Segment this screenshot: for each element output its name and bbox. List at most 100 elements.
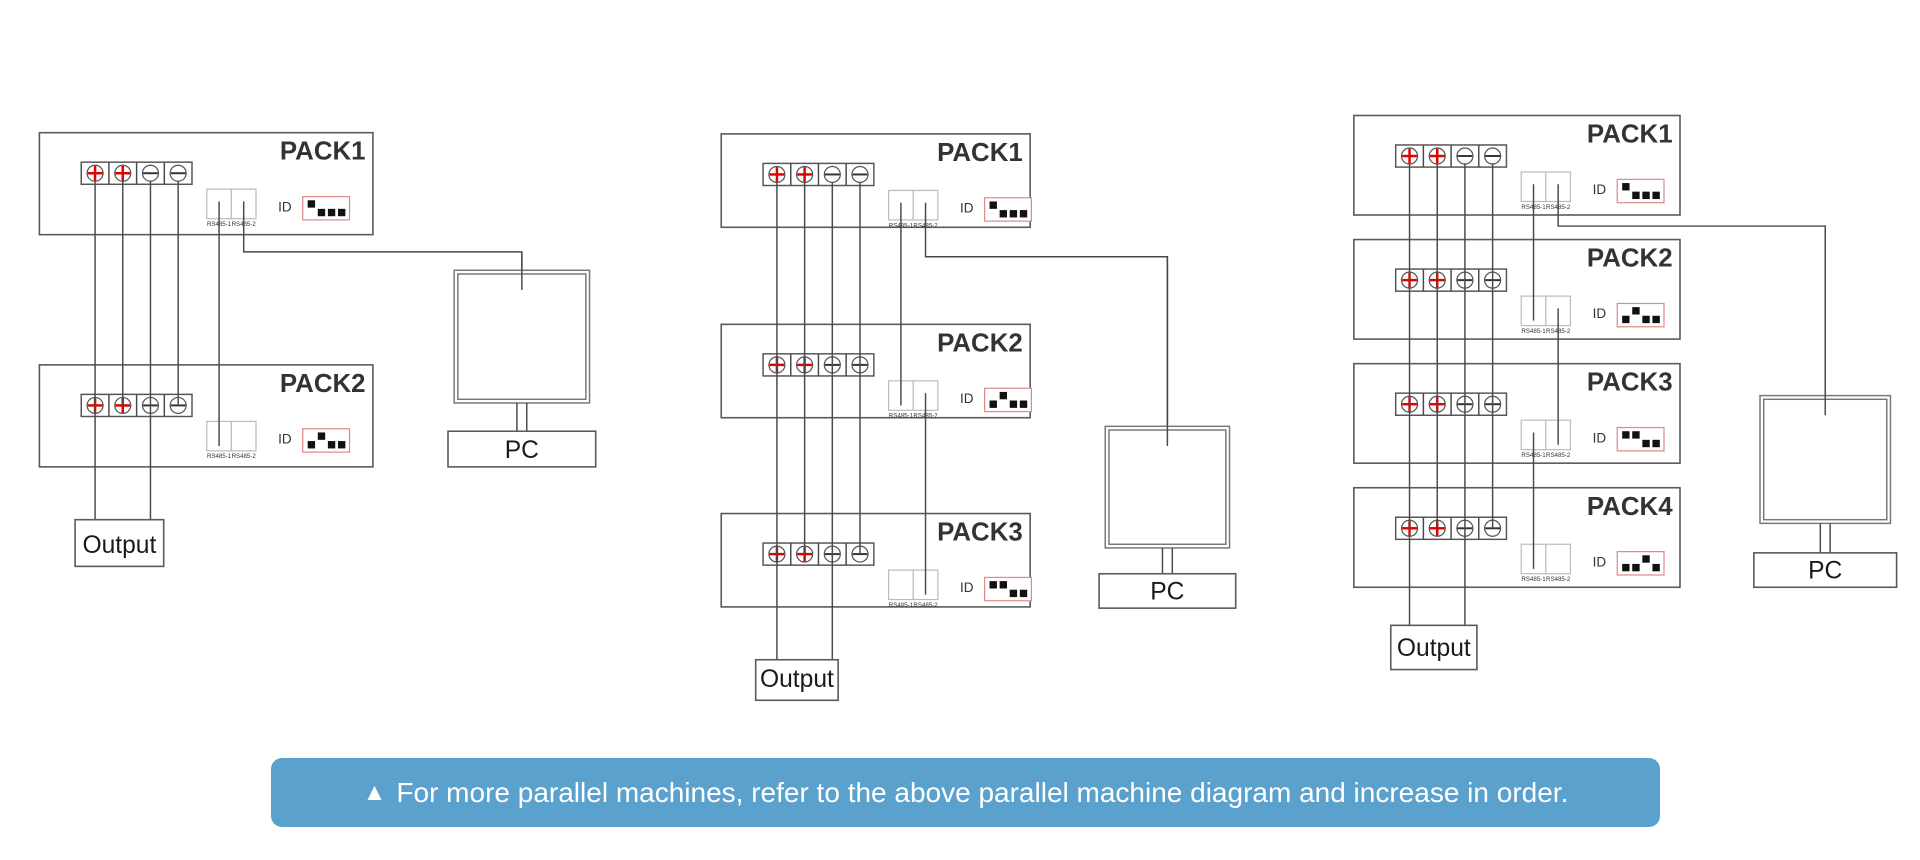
rs485-1-label: RS485-1 [207,453,232,460]
dip-switch-down [317,208,326,217]
pc-label: PC [1808,558,1842,585]
monitor-screen [457,273,587,401]
dip-switch-down [1622,563,1630,572]
rs485-2-label: RS485-2 [1546,576,1571,583]
pack-label: PACK2 [937,329,1023,357]
id-label: ID [1593,182,1607,197]
id-dip-switch [302,428,351,453]
monitor-screen [1108,429,1227,545]
dip-switch-down [1009,589,1018,598]
dip-switch-up [1642,555,1650,563]
rs485-2-label: RS485-2 [1546,452,1571,459]
info-banner: ▲ For more parallel machines, refer to t… [271,758,1660,827]
dip-switch-down [1642,315,1650,324]
dip-switch-down [1019,210,1028,218]
id-label: ID [1593,430,1607,445]
id-label: ID [960,201,974,216]
output-label: Output [1397,635,1471,662]
rs485-1-label: RS485-1 [889,602,914,609]
pc-label: PC [505,437,539,464]
id-dip-switch [984,576,1032,602]
dip-switch-up [999,391,1008,400]
plus-terminal-icon [1400,147,1419,165]
minus-terminal-icon [823,165,841,184]
rs485-1-label: RS485-1 [1521,328,1546,335]
dip-switch-down [1632,191,1640,200]
monitor-screen [1762,398,1888,521]
plus-terminal-icon [768,165,786,184]
plus-terminal-icon [86,164,104,182]
dip-switch-down [1642,191,1650,200]
rs485-1-port [888,569,914,601]
dip-switch-down [1652,315,1660,324]
minus-terminal-icon [141,164,160,182]
dip-switch-up [989,201,997,209]
dip-switch-down [337,208,346,217]
dip-switch-down [1642,439,1650,448]
pack-label: PACK3 [1587,369,1673,397]
minus-terminal-icon [1484,147,1502,165]
output-box [1389,624,1478,671]
pc-box [447,430,597,468]
rs485-2-port [230,420,257,452]
dip-switch-down [1622,315,1630,324]
plus-terminal-icon [1428,147,1446,165]
dip-switch-down [1652,191,1660,200]
id-label: ID [1593,554,1607,569]
output-box [754,658,839,702]
id-dip-switch [1616,426,1665,452]
id-dip-switch [984,197,1032,222]
dip-switch-down [337,441,346,449]
id-label: ID [960,580,974,595]
dip-switch-down [999,210,1008,218]
triangle-up-icon: ▲ [362,778,387,806]
output-label: Output [760,666,834,693]
pc-box [1098,572,1237,609]
id-label: ID [278,199,292,214]
id-dip-switch [1616,551,1665,576]
pc-box [1753,552,1898,589]
dip-switch-up [1622,183,1630,191]
pc-label: PC [1150,579,1184,606]
pack-label: PACK2 [280,370,366,398]
minus-terminal-icon [851,165,869,184]
minus-terminal-icon [169,164,187,182]
dip-switch-down [1009,400,1018,408]
dip-switch-down [1632,563,1640,572]
dip-switch-up [1632,431,1640,439]
dip-switch-down [307,441,316,449]
pack-label: PACK1 [280,138,366,166]
pack-label: PACK1 [937,139,1023,167]
output-box [74,518,165,568]
dip-switch-up [989,581,997,589]
dip-switch-up [999,581,1008,589]
plus-terminal-icon [114,164,132,182]
minus-terminal-icon [1456,147,1474,165]
id-dip-switch [1616,302,1665,328]
dip-switch-down [1652,439,1660,448]
dip-switch-up [317,432,326,440]
plus-terminal-icon [796,165,814,184]
pack-label: PACK1 [1587,121,1673,149]
dip-switch-up [1622,431,1630,439]
dip-switch-up [1632,307,1640,315]
id-label: ID [960,391,974,406]
dip-switch-down [1019,589,1028,598]
dip-switch-down [1019,400,1028,408]
rs485-2-label: RS485-2 [913,602,938,609]
id-dip-switch [302,195,351,221]
dip-switch-down [1009,210,1018,218]
pack-label: PACK4 [1587,493,1673,521]
dip-switch-down [989,400,997,408]
id-dip-switch [984,387,1032,413]
